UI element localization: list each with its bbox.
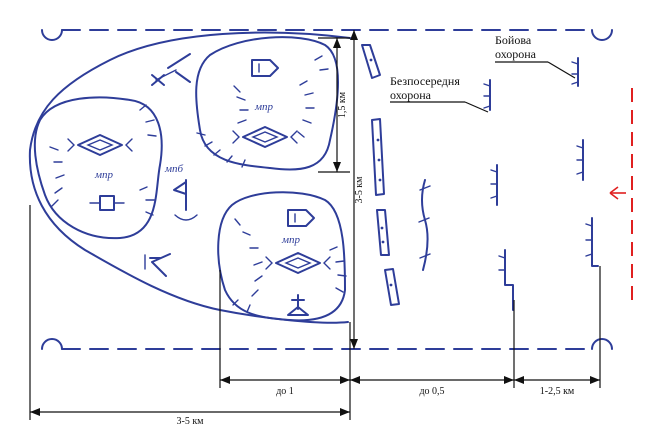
enemy-direction [609,88,633,300]
dimension-lines [29,30,601,420]
direct-guard-label-2: охорона [390,88,432,102]
trench-left [49,104,157,216]
trench-lower [232,218,347,313]
company-area-lower [217,191,346,322]
diamond-symbols [67,126,331,274]
dim-depth-outer: 3-5 км [354,176,365,204]
battalion-area [28,31,351,324]
dim-depth-inner: 1,5 км [337,91,348,118]
dim-seg-1: до 1 [276,386,294,397]
unit-label-mpr-upper: мпр [254,101,274,113]
combat-guard-label-1: Бойова [495,33,532,47]
dim-front-total: 3-5 км [176,416,204,427]
combat-guard-positions [483,57,599,311]
company-area-left [33,96,163,240]
dim-seg-2: до 0,5 [419,386,444,397]
combat-guard-label-2: охорона [495,47,537,61]
unit-symbols [89,53,315,316]
area-boundary [41,29,613,350]
unit-label-mpr-left: мпр [94,169,114,181]
trench-upper [196,55,329,168]
unit-label-mpr-lower: мпр [281,234,301,246]
company-area-upper [195,36,339,171]
dim-seg-3: 1-2,5 км [540,386,575,397]
direct-guard-label-1: Безпосередня [390,74,460,88]
labels: Бойова охорона Безпосередня охорона мпр … [94,33,575,427]
direct-guard-positions [361,44,431,306]
unit-label-mpb: мпб [164,163,184,175]
